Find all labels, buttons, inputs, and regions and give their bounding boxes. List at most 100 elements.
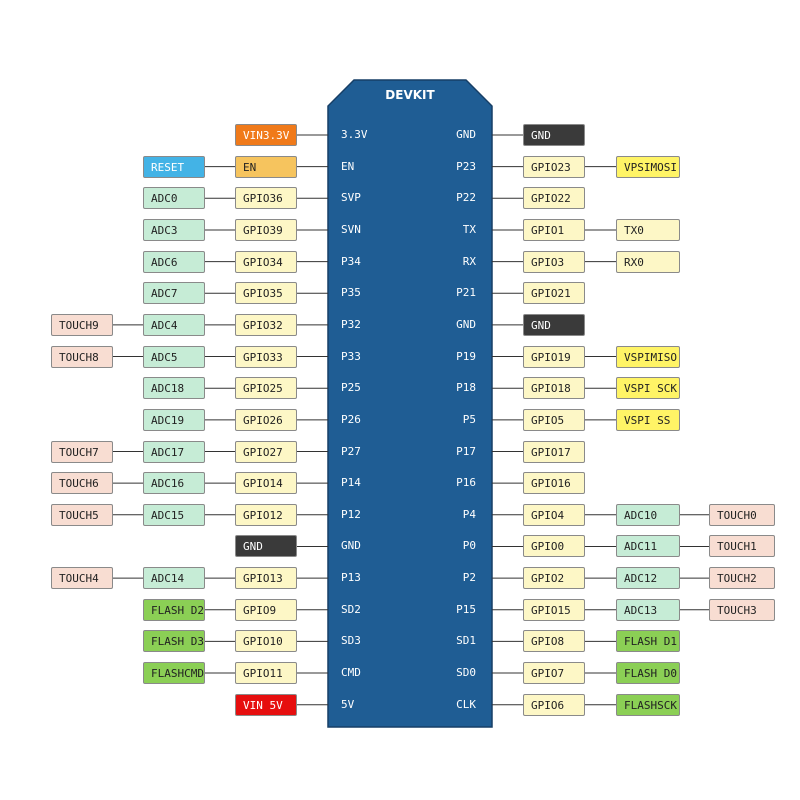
- pin-function-tag: GPIO2: [523, 567, 585, 590]
- pin-function-tag: TOUCH8: [51, 345, 113, 368]
- pin-function-tag: FLASH D1: [616, 630, 680, 653]
- pin-function-tag: GPIO13: [235, 567, 297, 590]
- board-pin-label: P18: [456, 381, 476, 395]
- pin-function-tag: VSPI SS: [616, 408, 680, 431]
- pin-function-tag: TOUCH2: [709, 567, 775, 590]
- pin-function-tag: GPIO12: [235, 503, 297, 526]
- board-pin-label: EN: [341, 159, 355, 173]
- pin-function-tag: GPIO34: [235, 250, 297, 273]
- board-pin-label: 3.3V: [341, 128, 368, 141]
- pin-function-tag: VPSIMOSI: [616, 155, 680, 178]
- pin-function-tag: FLASH D0: [616, 662, 680, 685]
- pin-function-tag: GPIO16: [523, 472, 585, 495]
- pin-function-tag: GPIO23: [523, 155, 585, 178]
- pin-function-tag: RESET: [143, 155, 205, 178]
- pin-function-tag: ADC12: [616, 567, 680, 590]
- board-pin-label: P27: [341, 444, 361, 458]
- pin-function-tag: GPIO21: [523, 282, 585, 305]
- board-pin-label: SD1: [456, 634, 476, 648]
- board-pin-label: 5V: [341, 697, 355, 711]
- pin-function-tag: GPIO15: [523, 598, 585, 621]
- pin-function-tag: TOUCH1: [709, 535, 775, 558]
- board-pin-label: CLK: [456, 697, 476, 711]
- board-pin-label: SD0: [456, 666, 476, 680]
- pin-function-tag: GPIO25: [235, 377, 297, 400]
- pin-function-tag: GPIO4: [523, 503, 585, 526]
- pin-function-tag: GPIO32: [235, 313, 297, 336]
- board-pin-label: SD2: [341, 602, 361, 616]
- pin-function-tag: ADC6: [143, 250, 205, 273]
- pin-function-tag: GPIO22: [523, 187, 585, 210]
- board-pin-label: P5: [462, 412, 476, 426]
- pin-function-tag: ADC15: [143, 503, 205, 526]
- board-pin-label: P17: [456, 444, 476, 458]
- pin-function-tag: GND: [523, 124, 585, 146]
- pin-function-tag: GPIO6: [523, 693, 585, 716]
- pin-function-tag: TOUCH9: [51, 313, 113, 336]
- board-pin-label: P21: [456, 286, 476, 300]
- pin-function-tag: FLASH D2: [143, 598, 205, 621]
- board-pin-label: P4: [462, 507, 476, 521]
- pin-function-tag: ADC14: [143, 567, 205, 590]
- board-pin-label: P32: [341, 317, 361, 331]
- pin-function-tag: TOUCH4: [51, 567, 113, 590]
- board-pin-label: GND: [341, 539, 361, 553]
- board-pin-label: P22: [456, 191, 476, 205]
- board-pin-label: P12: [341, 507, 361, 521]
- pin-function-tag: GPIO26: [235, 408, 297, 431]
- pin-function-tag: ADC17: [143, 440, 205, 463]
- pin-function-tag: TOUCH5: [51, 503, 113, 526]
- pin-function-tag: EN: [235, 155, 297, 178]
- pin-function-tag: ADC4: [143, 313, 205, 336]
- pin-function-tag: FLASHCMD: [143, 662, 205, 685]
- board-pin-label: P2: [462, 571, 476, 585]
- pin-function-tag: VSPI SCK: [616, 377, 680, 400]
- pin-function-tag: FLASHSCK: [616, 693, 680, 716]
- board-pin-label: SVN: [341, 222, 361, 236]
- pin-function-tag: GPIO8: [523, 630, 585, 653]
- board-pin-label: P26: [341, 412, 361, 426]
- pin-function-tag: TOUCH3: [709, 598, 775, 621]
- pin-function-tag: TOUCH6: [51, 472, 113, 495]
- board-pin-label: P35: [341, 286, 361, 300]
- board-pin-label: P34: [341, 254, 361, 268]
- pin-function-tag: ADC7: [143, 282, 205, 305]
- board-title: DEVKIT: [385, 88, 435, 102]
- pin-function-tag: GPIO19: [523, 345, 585, 368]
- pin-function-tag: GPIO11: [235, 662, 297, 685]
- board-pin-label: P25: [341, 381, 361, 395]
- pin-function-tag: GPIO0: [523, 535, 585, 558]
- pin-function-tag: GPIO17: [523, 440, 585, 463]
- pin-function-tag: GND: [235, 535, 297, 558]
- board-pin-label: GND: [456, 128, 476, 141]
- pin-function-tag: GPIO9: [235, 598, 297, 621]
- pin-function-tag: GPIO3: [523, 250, 585, 273]
- pin-function-tag: RX0: [616, 250, 680, 273]
- pin-function-tag: TOUCH0: [709, 503, 775, 526]
- pin-function-tag: ADC16: [143, 472, 205, 495]
- pin-function-tag: GPIO36: [235, 187, 297, 210]
- pin-function-tag: GPIO27: [235, 440, 297, 463]
- board-pin-label: SD3: [341, 634, 361, 648]
- pin-function-tag: VIN3.3V: [235, 124, 297, 146]
- pin-function-tag: VSPIMISO: [616, 345, 680, 368]
- pin-function-tag: ADC3: [143, 218, 205, 241]
- pin-function-tag: ADC13: [616, 598, 680, 621]
- pin-function-tag: ADC5: [143, 345, 205, 368]
- pin-function-tag: GPIO1: [523, 218, 585, 241]
- board-pin-label: SVP: [341, 191, 361, 205]
- board-pin-label: P15: [456, 602, 476, 616]
- pin-function-tag: VIN 5V: [235, 693, 297, 716]
- pin-function-tag: ADC10: [616, 503, 680, 526]
- board-pin-label: P23: [456, 159, 476, 173]
- board-pin-label: CMD: [341, 666, 361, 680]
- pin-function-tag: ADC19: [143, 408, 205, 431]
- pin-function-tag: GPIO39: [235, 218, 297, 241]
- board-pin-label: RX: [462, 254, 476, 268]
- pin-function-tag: GPIO35: [235, 282, 297, 305]
- board-pin-label: P33: [341, 349, 361, 363]
- pin-function-tag: ADC18: [143, 377, 205, 400]
- pin-function-tag: GPIO10: [235, 630, 297, 653]
